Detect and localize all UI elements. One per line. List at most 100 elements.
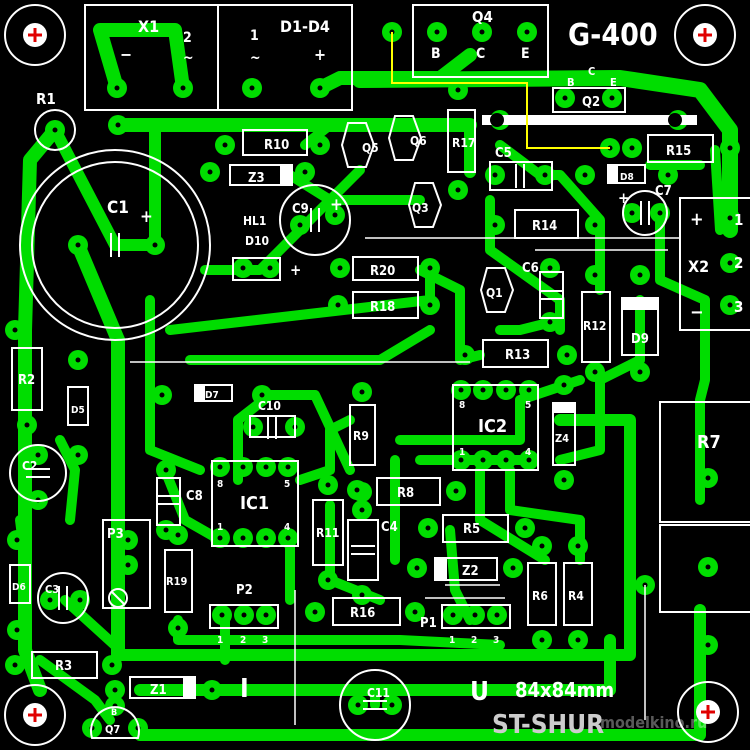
drill-hole <box>354 487 360 493</box>
label-c4: C4 <box>381 520 398 535</box>
label-c11: C11 <box>367 686 390 700</box>
label-p3: P3 <box>107 527 124 542</box>
r5-outline <box>442 514 509 543</box>
label-ic2-p5: 5 <box>525 400 531 411</box>
drill-hole <box>359 389 365 395</box>
drill-hole <box>175 532 181 538</box>
drill-hole <box>479 29 485 35</box>
c8-outline <box>156 477 181 526</box>
heatsink-hole <box>490 113 504 127</box>
drill-hole <box>12 662 18 668</box>
c2-outline <box>9 444 67 502</box>
drill-hole <box>14 627 20 633</box>
drill-hole <box>163 467 169 473</box>
drill-hole <box>434 29 440 35</box>
label-d7: D7 <box>205 390 219 401</box>
drill-hole <box>450 612 456 618</box>
label-c10: C10 <box>258 399 281 413</box>
label-ic1-p5: 5 <box>284 479 290 490</box>
drill-hole <box>35 452 41 458</box>
watermark: modelkino.ru <box>600 713 707 732</box>
mark-u: U <box>470 677 489 707</box>
d5-outline <box>67 386 89 426</box>
drill-hole <box>561 477 567 483</box>
r7-lower-outline <box>659 524 750 613</box>
p3-outline <box>102 519 151 609</box>
drill-hole <box>325 577 331 583</box>
c11-outline <box>339 669 411 741</box>
diode-cathode-band <box>195 385 205 401</box>
drill-hole <box>592 222 598 228</box>
label-q7-b: B <box>111 708 117 718</box>
drill-hole <box>427 302 433 308</box>
board-title: G-400 <box>568 18 658 53</box>
drill-hole <box>240 535 246 541</box>
c1-inner <box>31 161 199 329</box>
drill-hole <box>561 382 567 388</box>
label-r3: R3 <box>55 659 72 674</box>
diode-cathode-band <box>183 677 195 698</box>
copper-trace <box>445 525 475 625</box>
r13-outline <box>482 339 549 368</box>
label-d1d4-plus: + <box>314 45 326 64</box>
label-r15: R15 <box>666 144 691 159</box>
c7-outline <box>622 190 668 236</box>
drill-hole <box>727 260 733 266</box>
r12-outline <box>581 291 611 363</box>
drill-hole <box>109 662 115 668</box>
copper-trace <box>395 375 585 445</box>
mounting-hole-outline <box>4 4 66 66</box>
copper-trace <box>710 145 725 235</box>
drill-hole <box>592 369 598 375</box>
label-p2-p2: 2 <box>240 635 246 646</box>
drill-hole <box>14 537 20 543</box>
label-r19: R19 <box>166 575 188 588</box>
label-p1-p1: 1 <box>449 635 455 646</box>
drill-hole <box>592 272 598 278</box>
drill-hole <box>629 145 635 151</box>
label-c1: C1 <box>107 198 129 218</box>
mounting-hole-outline <box>4 684 66 746</box>
copper-trace <box>55 435 80 525</box>
r1-outline <box>34 109 76 151</box>
label-p1-p3: 3 <box>493 635 499 646</box>
drill-hole <box>207 169 213 175</box>
drill-hole <box>472 612 478 618</box>
drill-hole <box>263 464 269 470</box>
x2-outline <box>679 197 750 331</box>
heatsink-hole <box>668 113 682 127</box>
drill-hole <box>412 609 418 615</box>
drill-hole <box>526 387 532 393</box>
label-p1-p2: 2 <box>471 635 477 646</box>
label-p2: P2 <box>236 583 253 598</box>
label-r18: R18 <box>370 300 395 315</box>
drill-hole <box>453 488 459 494</box>
c1-outline <box>19 149 211 341</box>
drill-hole <box>240 464 246 470</box>
jumper-wire <box>391 32 610 149</box>
drill-hole <box>705 475 711 481</box>
copper-trace <box>185 325 435 365</box>
r19-outline <box>164 549 193 613</box>
drill-hole <box>75 357 81 363</box>
label-q1: Q1 <box>486 286 503 300</box>
p2-outline <box>209 604 279 629</box>
drill-hole <box>547 319 553 325</box>
drill-hole <box>575 543 581 549</box>
drill-hole <box>125 537 131 543</box>
drill-hole <box>539 637 545 643</box>
label-q4: Q4 <box>472 8 493 26</box>
drill-hole <box>285 535 291 541</box>
label-x1-ac: ~ <box>183 50 194 66</box>
drill-hole <box>112 687 118 693</box>
label-ic2: IC2 <box>478 416 507 437</box>
drill-hole <box>414 565 420 571</box>
mounting-hole-outline <box>677 681 739 743</box>
drill-hole <box>240 265 246 271</box>
copper-trace <box>352 70 738 238</box>
mounting-cross-icon <box>28 28 42 42</box>
mark-i: I <box>240 674 249 704</box>
drill-hole <box>219 612 225 618</box>
